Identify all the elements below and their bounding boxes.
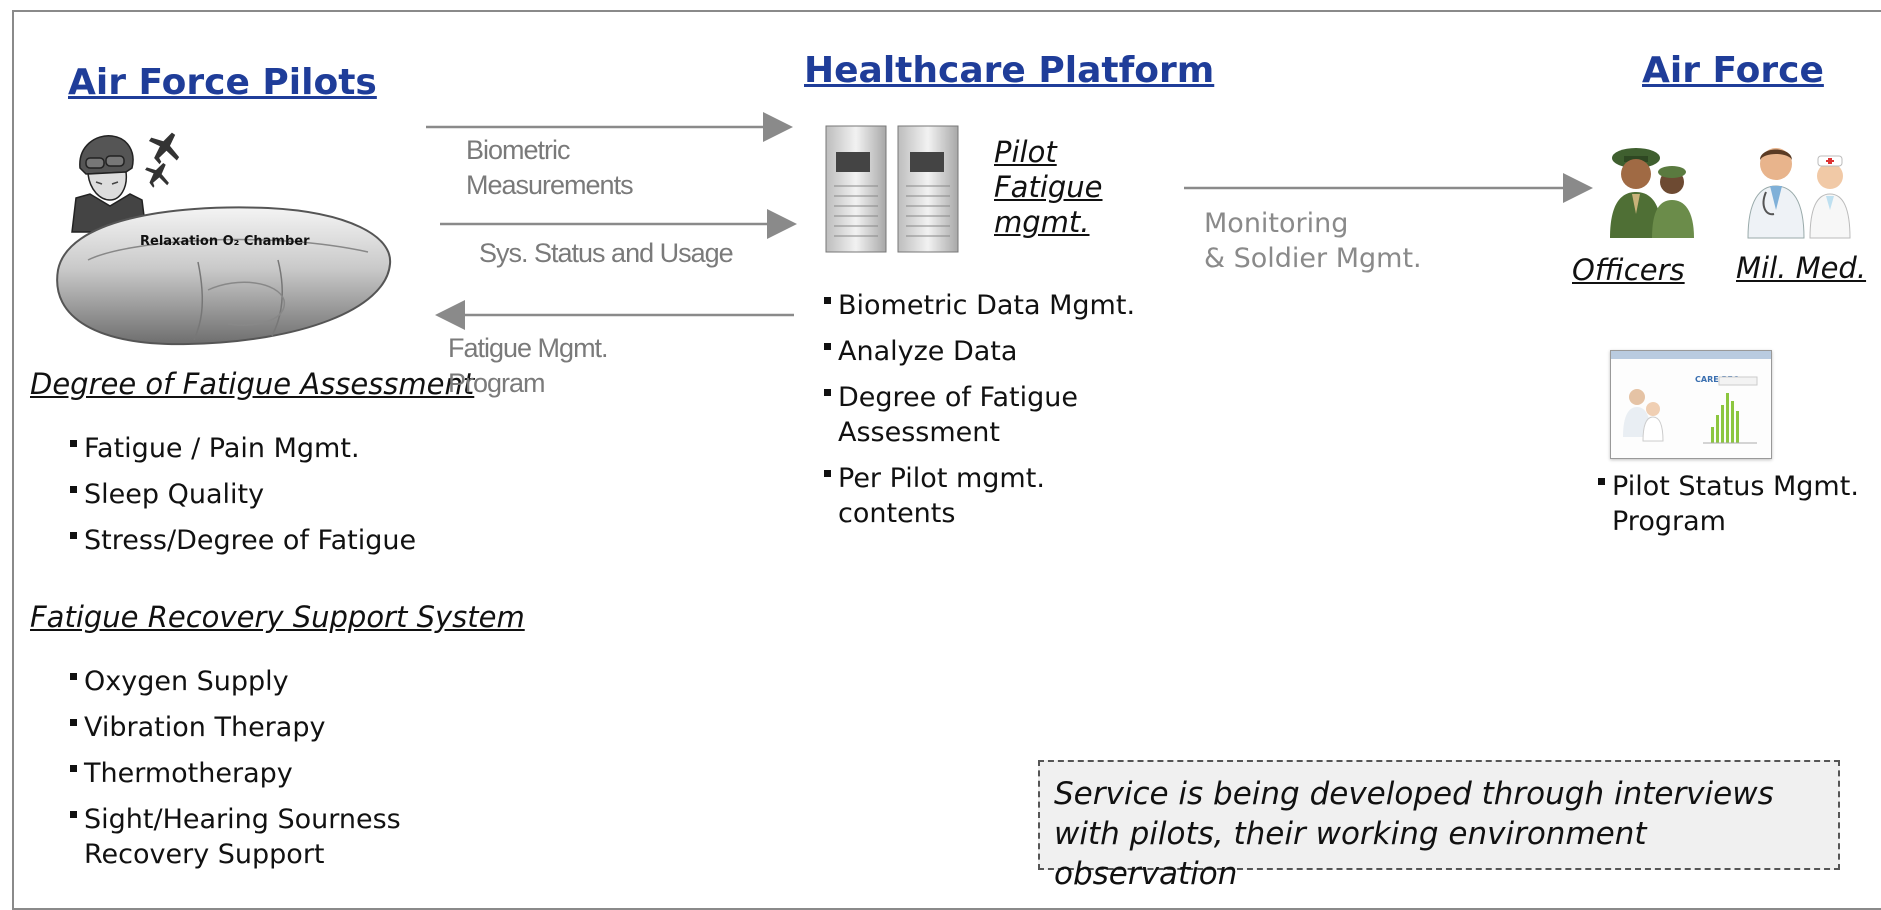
recovery-list: Oxygen Supply Vibration Therapy Thermoth… <box>66 664 426 883</box>
relaxation-chamber-image: Relaxation O₂ Chamber <box>56 206 392 346</box>
list-item: Degree of Fatigue Assessment <box>820 380 1140 450</box>
status-label: Sys. Status and Usage <box>479 238 734 268</box>
list-item: Vibration Therapy <box>66 710 426 745</box>
list-item: Thermotherapy <box>66 756 426 791</box>
list-item: Biometric Data Mgmt. <box>820 288 1140 323</box>
plane-icon <box>145 132 180 188</box>
list-item: Sleep Quality <box>66 477 416 512</box>
medical-staff-icon <box>1747 148 1851 239</box>
officers-icon <box>1610 148 1694 238</box>
list-item: Fatigue / Pain Mgmt. <box>66 431 416 466</box>
list-item: Stress/Degree of Fatigue <box>66 523 416 558</box>
list-item: Per Pilot mgmt. contents <box>820 461 1140 531</box>
platform-label: Pilot Fatigue mgmt. <box>994 135 1103 239</box>
list-item: Sight/Hearing Sourness Recovery Support <box>66 802 426 872</box>
list-item: Analyze Data <box>820 334 1140 369</box>
medical-label: Mil. Med. <box>1736 251 1867 285</box>
airforce-title: Air Force <box>1642 50 1824 91</box>
chamber-label: Relaxation O₂ Chamber <box>140 234 310 249</box>
list-item: Oxygen Supply <box>66 664 426 699</box>
list-item: Pilot Status Mgmt. Program <box>1594 469 1881 539</box>
screenshot-brand: CARE PEC <box>1695 375 1739 384</box>
assessment-heading: Degree of Fatigue Assessment <box>30 367 475 401</box>
service-note: Service is being developed through inter… <box>1038 760 1840 892</box>
server-icon <box>825 125 959 253</box>
platform-list: Biometric Data Mgmt. Analyze Data Degree… <box>820 288 1140 542</box>
assessment-list: Fatigue / Pain Mgmt. Sleep Quality Stres… <box>66 431 416 569</box>
pilot-illustration <box>71 132 180 233</box>
pilots-title: Air Force Pilots <box>68 62 377 103</box>
recovery-heading: Fatigue Recovery Support System <box>30 600 525 634</box>
airforce-list: Pilot Status Mgmt. Program <box>1594 469 1881 550</box>
officers-label: Officers <box>1572 253 1685 287</box>
program-label: Fatigue Mgmt. Program <box>448 333 609 398</box>
monitoring-label: Monitoring & Soldier Mgmt. <box>1204 208 1422 274</box>
biometric-label: Biometric Measurements <box>466 135 634 200</box>
program-screenshot: CARE PEC <box>1610 350 1772 459</box>
platform-title: Healthcare Platform <box>804 50 1215 91</box>
